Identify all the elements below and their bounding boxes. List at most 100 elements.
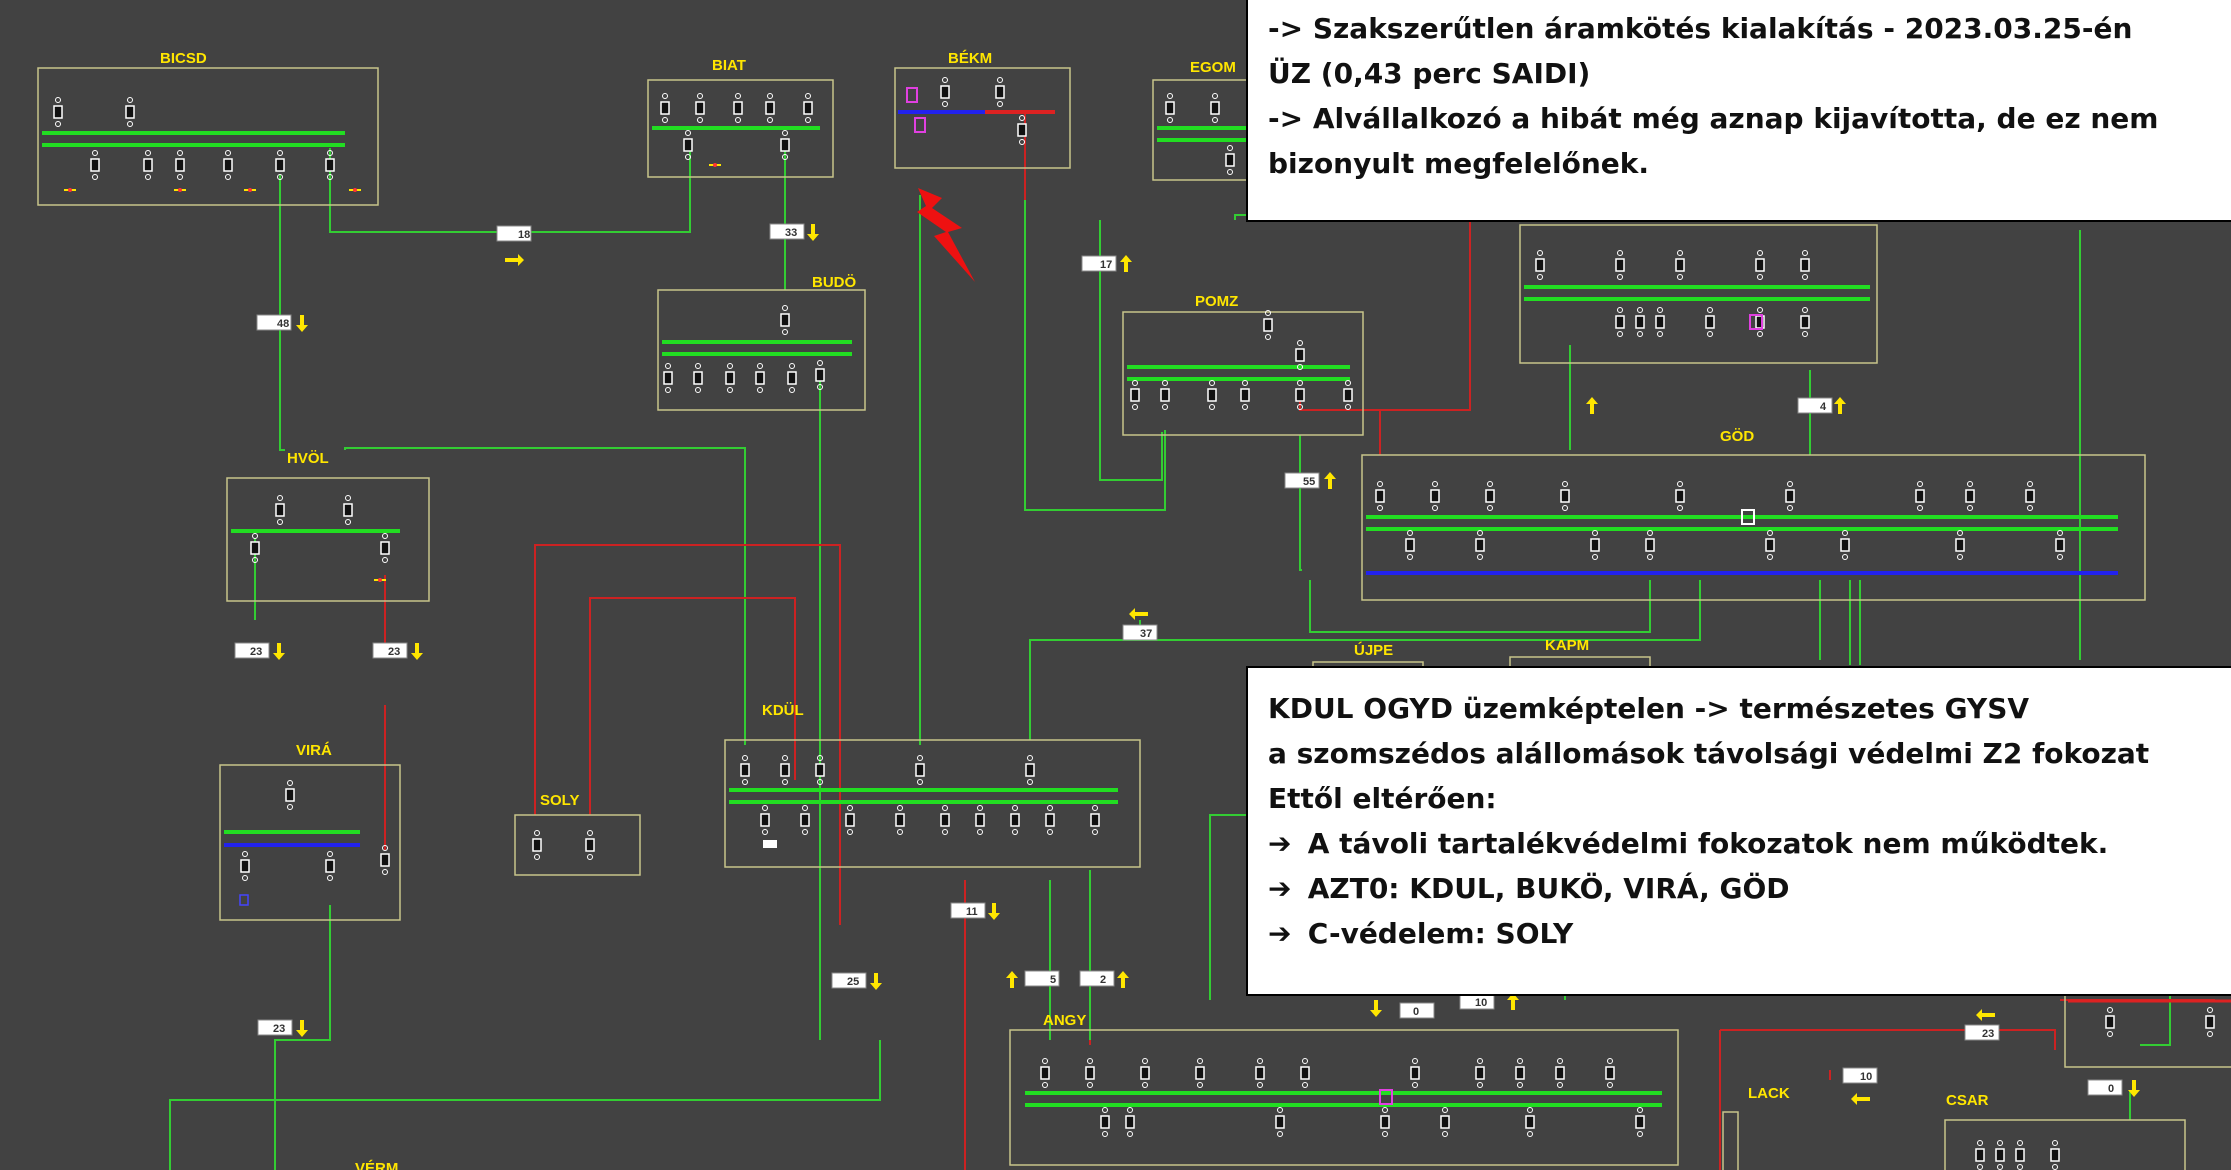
flow-box: 2	[1079, 970, 1115, 987]
line-csar-right	[2140, 990, 2171, 1046]
svg-text:55: 55	[1303, 476, 1315, 488]
flow-box: 48	[256, 314, 292, 331]
flow-box: 10	[1459, 993, 1495, 1010]
svg-text:23: 23	[1982, 1028, 1994, 1040]
protection-note-callout: KDUL OGYD üzemképtelen -> természetes GY…	[1246, 666, 2231, 996]
line-verm-angy	[169, 1040, 881, 1170]
substation-bekm[interactable]: BÉKM	[894, 50, 1071, 169]
flow-box: 5	[1024, 970, 1060, 987]
flow-box: 17	[1081, 255, 1117, 272]
substation-budo[interactable]: BUDÖ	[657, 274, 866, 411]
flow-box: 23	[234, 642, 270, 659]
svg-text:5: 5	[1050, 974, 1056, 986]
arrow-down-icon	[2128, 1080, 2140, 1097]
line-bicsd-hvol	[279, 175, 285, 451]
substation-pomz[interactable]: POMZ	[1122, 293, 1364, 436]
svg-text:23: 23	[250, 646, 262, 658]
arrow-right-icon	[505, 254, 524, 266]
callout-line: KDUL OGYD üzemképtelen -> természetes GY…	[1268, 692, 2030, 725]
flow-box: 0	[1399, 1002, 1435, 1019]
substation-label: ÚJPE	[1354, 641, 1393, 659]
substation-biat[interactable]: BIAT	[647, 57, 834, 178]
flow-box: 23	[1964, 1024, 2000, 1041]
arrow-up-icon	[1324, 472, 1336, 489]
substation-label: SOLY	[540, 792, 579, 809]
flow-box: 23	[257, 1019, 293, 1036]
substation-label: BUDÖ	[812, 274, 856, 291]
arrow-right-icon: ➔	[1268, 827, 1292, 860]
substation-angy[interactable]: ANGY	[1009, 1012, 1679, 1166]
arrow-left-icon	[1129, 608, 1148, 620]
substation-label: VIRÁ	[296, 742, 332, 759]
arrow-down-icon	[870, 973, 882, 990]
incident-note-callout: -> Szakszerűtlen áramkötés kialakítás - …	[1246, 0, 2231, 222]
arrow-right-icon: ➔	[1268, 872, 1292, 905]
callout-line: Ettől eltérően:	[1268, 782, 1497, 815]
callout-line: ÜZ (0,43 perc SAIDI)	[1268, 57, 1591, 90]
substation-soly[interactable]: SOLY	[514, 792, 641, 876]
substation-hvol[interactable]: HVÖL	[226, 450, 430, 602]
svg-text:37: 37	[1140, 628, 1152, 640]
arrow-down-icon	[807, 224, 819, 241]
substation-label: VÉRM	[355, 1160, 398, 1170]
substation-label: KAPM	[1545, 637, 1589, 654]
flow-box: 18	[496, 225, 532, 242]
flow-box: 55	[1284, 472, 1320, 489]
arrow-down-icon	[988, 903, 1000, 920]
arrow-down-icon	[1370, 1000, 1382, 1017]
svg-text:23: 23	[388, 646, 400, 658]
substation-label: KDÜL	[762, 702, 804, 719]
line-soly-kdul-b	[589, 597, 796, 815]
substation-lack[interactable]: LACK	[1722, 1085, 1790, 1170]
substation-upper-right[interactable]	[1519, 224, 1878, 364]
svg-text:48: 48	[277, 318, 289, 330]
flow-box: 37	[1122, 624, 1158, 641]
svg-text:0: 0	[1413, 1006, 1419, 1018]
arrow-down-icon	[296, 1020, 308, 1037]
line-bicsd-biat	[329, 148, 691, 233]
arrow-down-icon	[273, 643, 285, 660]
line-vira-verm	[274, 905, 331, 1170]
callout-bullet: ➔ AZT0: KDUL, BUKÖ, VIRÁ, GÖD	[1268, 866, 2224, 911]
arrow-left-icon	[1851, 1093, 1870, 1105]
arrow-up-icon	[1117, 971, 1129, 988]
flow-box: 4	[1797, 397, 1833, 414]
arrow-right-icon: ➔	[1268, 917, 1292, 950]
substation-label: EGOM	[1190, 59, 1236, 76]
flow-box: 25	[831, 972, 867, 989]
arrow-up-icon	[1507, 993, 1519, 1010]
line-god-egom-red	[1379, 220, 1471, 455]
arrow-down-icon	[411, 643, 423, 660]
substation-label: BÉKM	[948, 50, 992, 67]
svg-text:0: 0	[2108, 1083, 2114, 1095]
substation-verm[interactable]: VÉRM	[355, 1160, 398, 1170]
line-pomz-god	[1299, 435, 1302, 571]
svg-text:33: 33	[785, 227, 797, 239]
callout-line: a szomszédos alállomások távolsági védel…	[1268, 737, 2150, 770]
svg-text:23: 23	[273, 1023, 285, 1035]
substation-bicsd[interactable]: BICSD	[37, 50, 379, 206]
line-lack-csar-red	[1720, 1029, 2056, 1050]
arrow-up-icon	[1006, 971, 1018, 988]
svg-text:4: 4	[1820, 401, 1827, 413]
callout-bullet: ➔ A távoli tartalékvédelmi fokozatok nem…	[1268, 821, 2224, 866]
substation-egom[interactable]: EGOM	[1152, 59, 1254, 181]
lightning-bolt-icon	[917, 188, 975, 282]
line-angy-ujpe	[1209, 814, 1250, 1000]
substation-vira[interactable]: VIRÁ	[219, 742, 401, 921]
substation-kdul[interactable]: KDÜL	[724, 702, 1141, 868]
arrow-down-icon	[296, 315, 308, 332]
callout-bullet: ➔ C-védelem: SOLY	[1268, 911, 2224, 956]
arrow-left-icon	[1976, 1009, 1995, 1021]
substation-csar[interactable]: CSAR	[1944, 1092, 2186, 1170]
line-kdul-god	[1029, 580, 1701, 740]
line-pomz-god-red	[1299, 390, 1380, 411]
substation-label: GÖD	[1720, 428, 1754, 445]
green-lines	[169, 111, 2171, 1170]
svg-text:25: 25	[847, 976, 859, 988]
substation-label: HVÖL	[287, 450, 329, 467]
substation-right-edge[interactable]	[2064, 984, 2231, 1068]
substation-god[interactable]: GÖD	[1361, 428, 2146, 601]
callout-line: -> Alvállalkozó a hibát még aznap kijaví…	[1268, 102, 2159, 135]
